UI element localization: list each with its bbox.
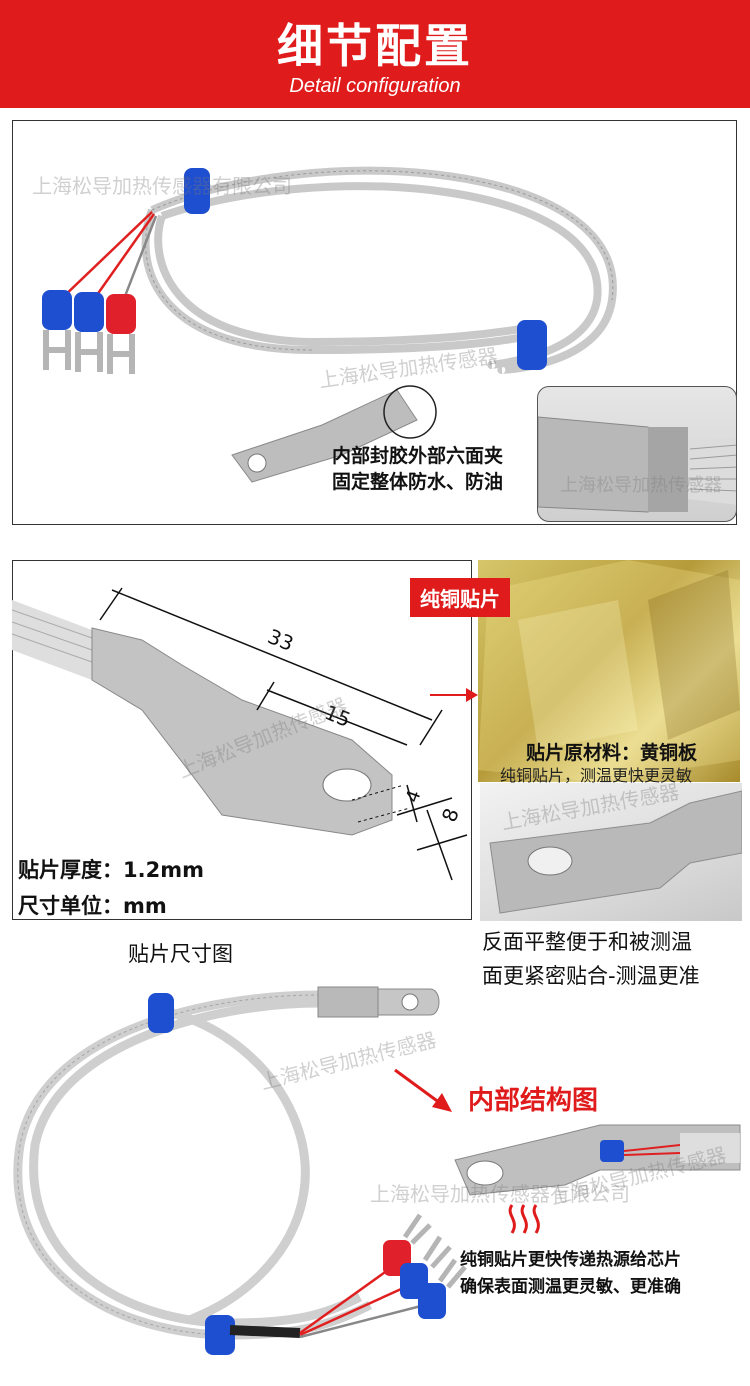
- fork-terminal-icon: [42, 290, 72, 370]
- structure-note-line2: 确保表面测温更灵敏、更准确: [460, 1277, 681, 1297]
- thickness-label: 贴片厚度：1.2mm: [18, 858, 204, 882]
- internal-structure-label: 内部结构图: [468, 1086, 599, 1116]
- lug-back-photo: 上海松导加热传感器: [480, 783, 742, 921]
- sensor-full-illustration: [13, 986, 741, 1355]
- seal-note-line2: 固定整体防水、防油: [332, 471, 504, 493]
- watermark: 上海松导加热传感器有限公司: [32, 174, 292, 198]
- seal-note-line1: 内部封胶外部六面夹: [332, 445, 504, 467]
- brass-sheet-photo: [478, 560, 740, 782]
- heat-icon: [508, 1204, 540, 1234]
- unit-label: 尺寸单位：mm: [18, 894, 167, 918]
- brass-material-note: 纯铜贴片，测温更快更灵敏: [500, 766, 693, 785]
- flat-note-line2: 面更紧密贴合-测温更准: [482, 964, 700, 988]
- arrow-icon: [394, 1068, 441, 1105]
- fork-terminal-icon: [106, 294, 136, 374]
- cable-tie-icon: [184, 168, 210, 214]
- ring-lug-icon: [231, 389, 418, 483]
- arrow-head-icon: [432, 1093, 452, 1112]
- arrow-right-icon: [430, 688, 478, 702]
- page-title: 细节配置: [277, 19, 473, 73]
- flat-note-line1: 反面平整便于和被测温: [482, 930, 692, 954]
- seal-detail-inset: 上海松导加热传感器: [537, 386, 737, 522]
- watermark: 上海松导加热传感器: [560, 475, 722, 496]
- detail-circle: [383, 385, 437, 439]
- header-banner: 细节配置 Detail configuration: [0, 0, 750, 108]
- sensor-overview-illustration: [42, 166, 617, 483]
- structure-note-line1: 纯铜贴片更快传递热源给芯片: [460, 1250, 681, 1270]
- cable-tie-icon: [205, 1315, 235, 1355]
- lug-dimension-drawing: [12, 587, 468, 881]
- copper-tag: 纯铜贴片: [410, 578, 510, 617]
- internal-structure-image: [454, 1124, 741, 1196]
- ring-lug-icon: [317, 986, 440, 1018]
- dimension-caption: 贴片尺寸图: [128, 942, 233, 966]
- page-subtitle: Detail configuration: [289, 75, 461, 97]
- cable-tie-icon: [517, 320, 547, 370]
- fork-terminal-icon: [418, 1283, 446, 1319]
- fork-terminal-icon: [74, 292, 104, 372]
- watermark: 上海松导加热传感器有限公司: [370, 1182, 630, 1206]
- brass-material-label: 贴片原材料：黄铜板: [526, 742, 698, 764]
- cable-tie-icon: [148, 993, 174, 1033]
